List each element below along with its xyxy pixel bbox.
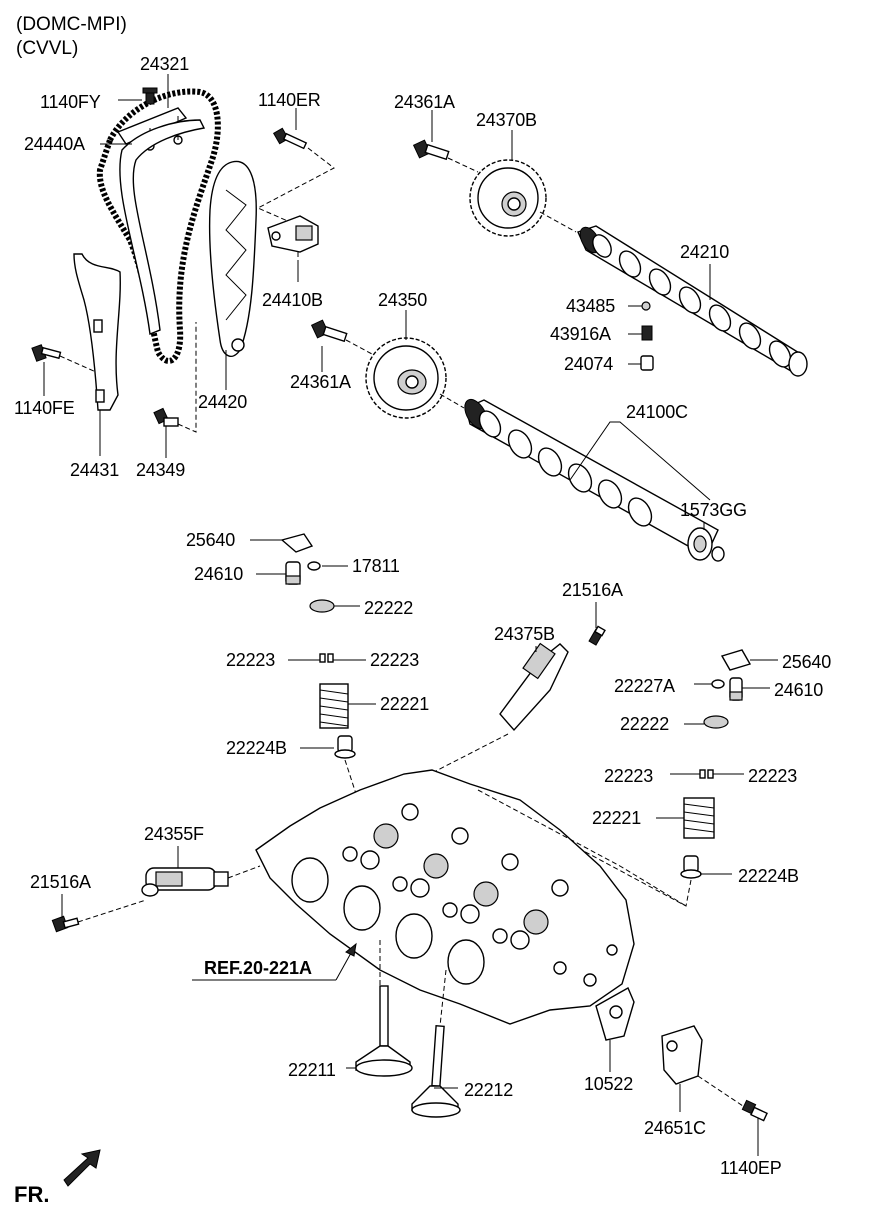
header-engine-type: (DOMC-MPI)	[16, 14, 127, 35]
front-direction-label: FR.	[14, 1182, 50, 1207]
part-label-22223-right-a[interactable]: 22223	[604, 766, 654, 786]
gasket-10522	[595, 987, 635, 1041]
part-label-22212[interactable]: 22212	[464, 1080, 514, 1100]
bolt-1140er	[256, 127, 335, 223]
oil-control-valve-left	[141, 867, 229, 897]
ref-arrow	[192, 942, 357, 981]
part-label-22221-left[interactable]: 22221	[380, 694, 430, 714]
valve-spring-right	[683, 797, 715, 839]
part-label-24355f[interactable]: 24355F	[144, 824, 204, 844]
part-label-22224b-left[interactable]: 22224B	[226, 738, 287, 758]
part-label-24361a-mid[interactable]: 24361A	[290, 372, 351, 392]
chain-guide-left	[73, 253, 121, 411]
camshaft-lower	[464, 398, 719, 561]
part-label-1140er[interactable]: 1140ER	[258, 90, 321, 110]
intake-valve	[355, 940, 413, 1077]
cover-24651c	[661, 1025, 703, 1085]
part-label-24610-right[interactable]: 24610	[774, 680, 824, 700]
part-label-22223-right-b[interactable]: 22223	[748, 766, 798, 786]
bolt-21516a-left	[51, 915, 80, 933]
header-variant: (CVVL)	[16, 38, 79, 59]
part-label-24420[interactable]: 24420	[198, 392, 248, 412]
retainer-left	[309, 599, 335, 613]
rocker-arm-right	[720, 649, 752, 671]
bolt-24361a-mid	[310, 319, 373, 355]
leader-lines	[43, 74, 778, 1156]
chain-inner-guide	[119, 119, 206, 335]
part-label-21516a-top[interactable]: 21516A	[562, 580, 623, 600]
bolt-1140ep	[741, 1099, 768, 1122]
seal-1573gg	[711, 546, 725, 562]
keepers-right	[699, 769, 714, 779]
part-label-43485[interactable]: 43485	[566, 296, 616, 316]
part-label-24370b[interactable]: 24370B	[476, 110, 537, 130]
part-label-22222-left[interactable]: 22222	[364, 598, 414, 618]
part-label-24210[interactable]: 24210	[680, 242, 730, 262]
valve-spring-left	[319, 683, 349, 729]
front-arrow-icon	[63, 1149, 101, 1187]
part-label-43916a[interactable]: 43916A	[550, 324, 611, 344]
reference-link[interactable]: REF.20-221A	[204, 958, 313, 978]
part-label-10522[interactable]: 10522	[584, 1074, 634, 1094]
part-label-24074[interactable]: 24074	[564, 354, 614, 374]
part-label-22211[interactable]: 22211	[288, 1060, 336, 1080]
valve-seal-left	[334, 735, 356, 759]
part-label-24651c[interactable]: 24651C	[644, 1118, 706, 1138]
part-label-25640-right[interactable]: 25640	[782, 652, 832, 672]
cap-17811	[307, 561, 321, 571]
lash-adjuster-right	[729, 677, 743, 701]
part-label-1140ep[interactable]: 1140EP	[720, 1158, 782, 1178]
exhaust-sprocket	[365, 337, 447, 419]
part-label-17811[interactable]: 17811	[352, 556, 400, 576]
part-label-24431[interactable]: 24431	[70, 460, 120, 480]
rocker-arm-left	[280, 533, 314, 553]
part-label-22224b-right[interactable]: 22224B	[738, 866, 799, 886]
part-label-24440a[interactable]: 24440A	[24, 134, 85, 154]
retainer-right	[703, 715, 729, 729]
part-label-22222-right[interactable]: 22222	[620, 714, 670, 734]
part-label-24321[interactable]: 24321	[140, 54, 190, 74]
part-label-24100c[interactable]: 24100C	[626, 402, 688, 422]
bolt-24361a-top	[412, 139, 479, 173]
lash-adjuster-left	[285, 561, 301, 585]
keepers-left	[319, 653, 334, 663]
part-label-25640-left[interactable]: 25640	[186, 530, 236, 550]
camshaft-upper	[577, 225, 808, 377]
bolt-24349	[153, 322, 197, 433]
bolt-1140fy	[142, 87, 158, 105]
hydraulic-tensioner	[267, 215, 319, 262]
part-label-21516a-left[interactable]: 21516A	[30, 872, 91, 892]
timing-chain	[96, 88, 221, 364]
cylinder-head	[255, 769, 635, 1025]
cvvl-sprocket	[469, 159, 547, 237]
part-label-22223-left-a[interactable]: 22223	[226, 650, 276, 670]
part-label-22223-left-b[interactable]: 22223	[370, 650, 420, 670]
bolt-1140fe	[31, 344, 97, 373]
part-label-1140fe[interactable]: 1140FE	[14, 398, 75, 418]
part-label-24361a-top[interactable]: 24361A	[394, 92, 455, 112]
part-label-24375b[interactable]: 24375B	[494, 624, 555, 644]
part-label-24410b[interactable]: 24410B	[262, 290, 323, 310]
exhaust-valve	[411, 969, 461, 1118]
part-label-24349[interactable]: 24349	[136, 460, 186, 480]
small-parts-upper	[640, 301, 654, 371]
oil-control-valve-upper	[499, 642, 569, 732]
part-label-1573gg[interactable]: 1573GG	[680, 500, 747, 520]
bolt-21516a-top	[588, 625, 606, 646]
valve-seal-right	[680, 855, 702, 879]
part-label-1140fy[interactable]: 1140FY	[40, 92, 101, 112]
part-label-22227a[interactable]: 22227A	[614, 676, 675, 696]
part-label-24610-left[interactable]: 24610	[194, 564, 244, 584]
part-label-24350[interactable]: 24350	[378, 290, 428, 310]
cap-22227a	[711, 679, 725, 689]
tensioner-arm	[208, 160, 257, 358]
part-label-22221-right[interactable]: 22221	[592, 808, 642, 828]
